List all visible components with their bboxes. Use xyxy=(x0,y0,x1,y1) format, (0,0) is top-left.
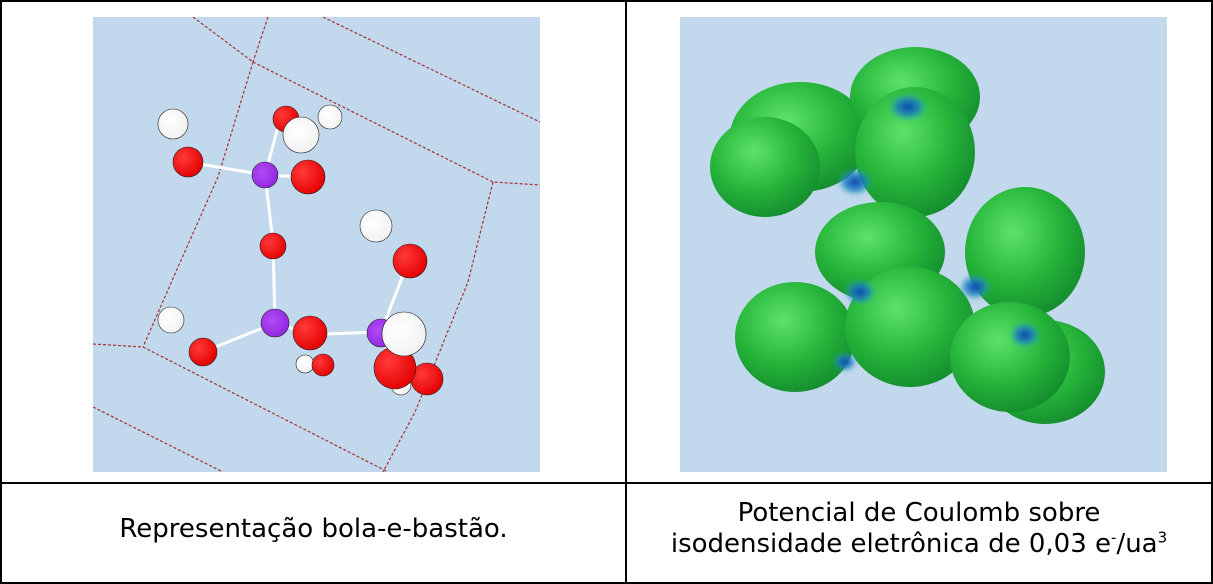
lobe xyxy=(965,187,1085,317)
table-border-top xyxy=(0,0,1213,2)
oxygen-atom xyxy=(290,159,326,195)
atoms xyxy=(157,104,444,396)
caption-right: Potencial de Coulomb sobre isodensidade … xyxy=(627,498,1211,560)
oxygen-atom xyxy=(311,353,335,377)
table-column-divider xyxy=(625,0,627,584)
hydrogen-atom xyxy=(359,209,393,243)
isosurface-svg xyxy=(710,47,1105,424)
lobe xyxy=(950,302,1070,412)
unit-cell-lines xyxy=(93,17,540,472)
lobe xyxy=(845,267,975,387)
caption-right-line2: isodensidade eletrônica de 0,03 e-/ua3 xyxy=(627,529,1211,560)
table-border-bottom xyxy=(0,582,1213,584)
oxygen-atom xyxy=(292,315,328,351)
lobe xyxy=(735,282,855,392)
ball-and-stick-svg xyxy=(93,17,540,472)
caption-right-superscript-charge: - xyxy=(1111,528,1117,547)
table-border-right xyxy=(1211,0,1213,584)
ball-and-stick-image xyxy=(93,17,540,472)
hydrogen-atom xyxy=(157,306,185,334)
caption-right-line2-unit: /ua xyxy=(1116,529,1158,559)
oxygen-atom xyxy=(259,232,287,260)
lobe xyxy=(855,87,975,217)
hydrogen-atom xyxy=(381,311,427,357)
caption-right-superscript-cube: 3 xyxy=(1157,528,1168,547)
caption-right-line2-prefix: isodensidade eletrônica de 0,03 e xyxy=(670,529,1112,559)
hydrogen-atom xyxy=(282,116,320,154)
phosphorus-atom xyxy=(260,308,290,338)
phosphorus-atom xyxy=(251,161,279,189)
table-row-divider xyxy=(0,482,1213,484)
caption-left-text: Representação bola-e-bastão. xyxy=(119,514,508,544)
caption-left: Representação bola-e-bastão. xyxy=(2,514,625,545)
table-border-left xyxy=(0,0,2,584)
oxygen-atom xyxy=(392,243,428,279)
oxygen-atom xyxy=(188,337,218,367)
oxygen-atom xyxy=(172,146,204,178)
lobe xyxy=(710,117,820,217)
isosurface-blue-regions xyxy=(833,93,1041,372)
hydrogen-atom xyxy=(295,354,315,374)
isosurface-image xyxy=(680,17,1167,472)
hydrogen-atom xyxy=(317,104,343,130)
caption-right-line1: Potencial de Coulomb sobre xyxy=(737,498,1101,528)
hydrogen-atom xyxy=(157,108,189,140)
